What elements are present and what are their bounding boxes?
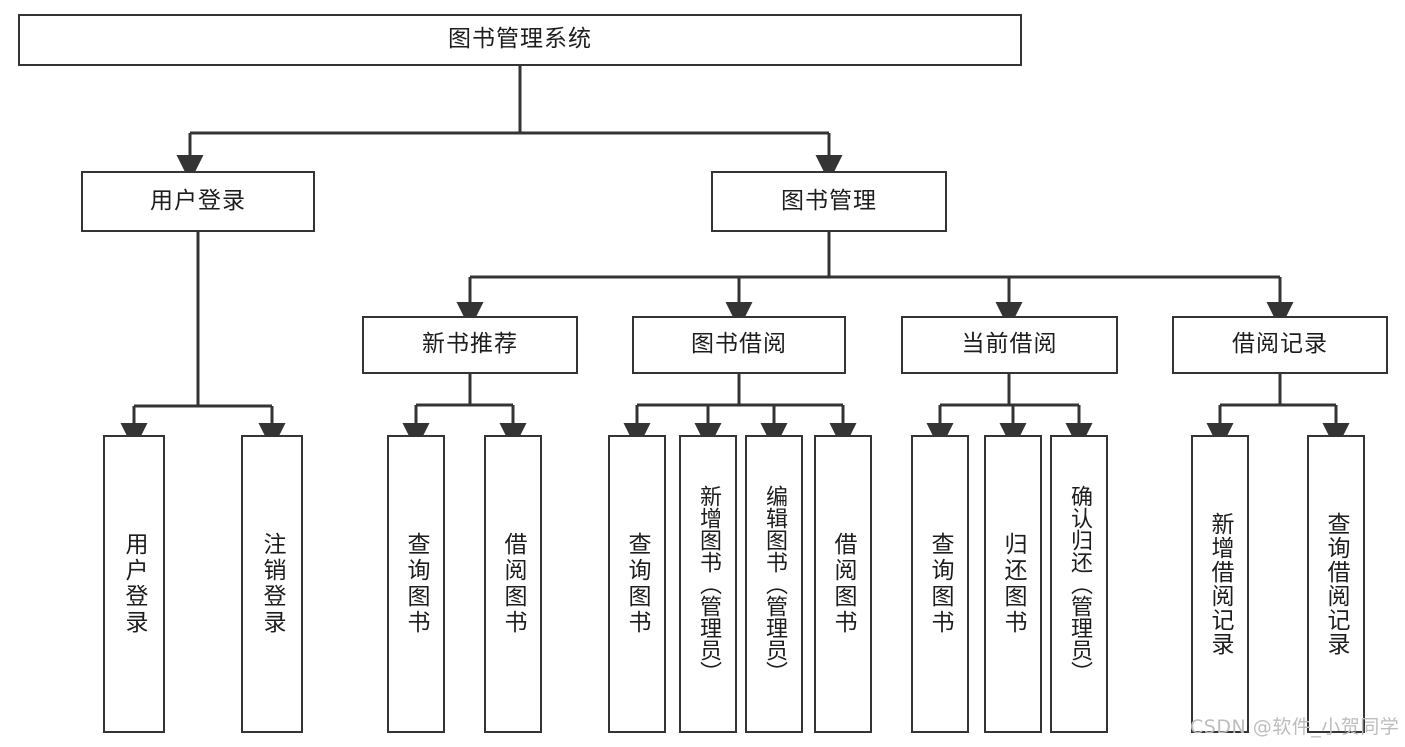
node-label: 查询图书 xyxy=(403,532,429,636)
node-label: 用户登录 xyxy=(150,187,246,214)
node-borrow-records[interactable]: 借阅记录 xyxy=(1172,316,1388,374)
node-label: 图书管理系统 xyxy=(448,26,592,53)
node-label: 新增借阅记录 xyxy=(1207,512,1233,656)
node-label: 用户登录 xyxy=(121,532,147,636)
leaf-borrow-book-recommend[interactable]: 借阅图书 xyxy=(484,435,542,733)
leaf-query-borrow-record[interactable]: 查询借阅记录 xyxy=(1307,435,1365,733)
leaf-user-login[interactable]: 用户登录 xyxy=(103,435,165,733)
node-label: 确认归还（管理员） xyxy=(1067,485,1092,683)
node-label: 新书推荐 xyxy=(422,331,518,358)
node-label: 查询图书 xyxy=(624,532,650,636)
node-book-borrow[interactable]: 图书借阅 xyxy=(632,316,846,374)
leaf-add-book-admin[interactable]: 新增图书（管理员） xyxy=(679,435,737,733)
node-label: 新增图书（管理员） xyxy=(696,485,721,683)
node-new-book-recommend[interactable]: 新书推荐 xyxy=(362,316,578,374)
node-label: 借阅图书 xyxy=(500,532,526,636)
leaf-borrow-book[interactable]: 借阅图书 xyxy=(814,435,872,733)
leaf-add-borrow-record[interactable]: 新增借阅记录 xyxy=(1191,435,1249,733)
node-current-borrow[interactable]: 当前借阅 xyxy=(901,316,1118,374)
leaf-return-book[interactable]: 归还图书 xyxy=(984,435,1042,733)
leaf-confirm-return-admin[interactable]: 确认归还（管理员） xyxy=(1050,435,1108,733)
leaf-logout[interactable]: 注销登录 xyxy=(241,435,303,733)
node-label: 查询借阅记录 xyxy=(1323,512,1349,656)
node-user-login[interactable]: 用户登录 xyxy=(81,171,315,232)
leaf-query-book-recommend[interactable]: 查询图书 xyxy=(387,435,445,733)
leaf-query-book-current[interactable]: 查询图书 xyxy=(911,435,969,733)
node-root[interactable]: 图书管理系统 xyxy=(18,14,1022,66)
node-label: 图书管理 xyxy=(781,187,877,214)
csdn-watermark: CSDN @软件_小贺同学 xyxy=(1190,716,1400,738)
node-label: 借阅记录 xyxy=(1232,331,1328,358)
node-label: 查询图书 xyxy=(927,532,953,636)
node-label: 图书借阅 xyxy=(691,331,787,358)
leaf-edit-book-admin[interactable]: 编辑图书（管理员） xyxy=(745,435,803,733)
node-label: 借阅图书 xyxy=(830,532,856,636)
node-label: 归还图书 xyxy=(1000,532,1026,636)
node-label: 编辑图书（管理员） xyxy=(762,485,787,683)
leaf-query-book-borrow[interactable]: 查询图书 xyxy=(608,435,666,733)
node-label: 注销登录 xyxy=(259,532,285,636)
node-label: 当前借阅 xyxy=(961,331,1058,358)
node-book-management[interactable]: 图书管理 xyxy=(711,171,947,232)
